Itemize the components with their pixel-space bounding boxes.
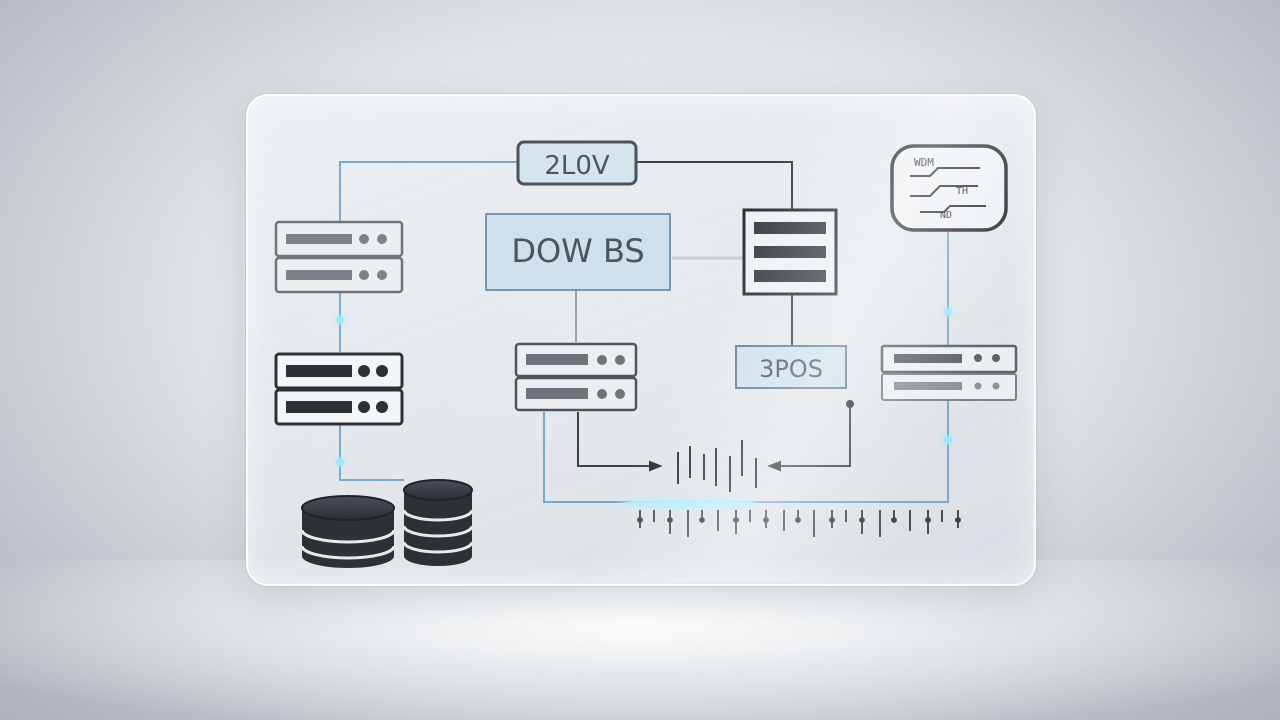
server-left-middle <box>274 352 404 426</box>
link-left-db <box>339 424 404 481</box>
signal-dot <box>733 517 739 523</box>
connection-lines <box>339 161 949 503</box>
signal-dot <box>955 517 961 523</box>
database-icon-left <box>300 495 396 568</box>
server-right <box>880 344 1018 401</box>
chip-label-2: TH <box>956 186 968 197</box>
top-label-text: 2L0V <box>544 151 610 181</box>
server-left-top <box>274 220 404 294</box>
center-label-text: DOW BS <box>511 232 644 270</box>
right-label-box: 3POS <box>735 345 847 389</box>
link-right-down <box>772 404 851 467</box>
signal-dot <box>699 517 705 523</box>
link-center-down <box>577 412 660 467</box>
floor-glow <box>0 560 1280 720</box>
signal-ticks-lower <box>637 510 961 537</box>
signal-dot <box>891 517 897 523</box>
circuit-chip-icon: WDM TH ND <box>890 144 1008 232</box>
signal-dot <box>795 517 801 523</box>
glow-nodes <box>336 308 952 509</box>
server-center <box>514 342 638 412</box>
chip-label-3: ND <box>940 210 952 221</box>
link-top-right <box>636 161 793 210</box>
signal-dot <box>637 517 643 523</box>
signal-dot <box>925 517 931 523</box>
link-top-left <box>339 161 518 222</box>
signal-dot <box>859 517 865 523</box>
right-label-text: 3POS <box>759 355 823 383</box>
signal-dot <box>829 517 835 523</box>
server-rack-right <box>742 208 838 296</box>
signal-dot <box>763 517 769 523</box>
signal-dot <box>667 517 673 523</box>
chip-label-1: WDM <box>914 156 934 169</box>
top-label-box: 2L0V <box>516 140 638 186</box>
link-bottom-bus <box>543 400 949 503</box>
signal-ticks-upper <box>649 400 854 492</box>
database-icon-right <box>402 479 474 566</box>
center-label-box: DOW BS <box>485 213 671 291</box>
